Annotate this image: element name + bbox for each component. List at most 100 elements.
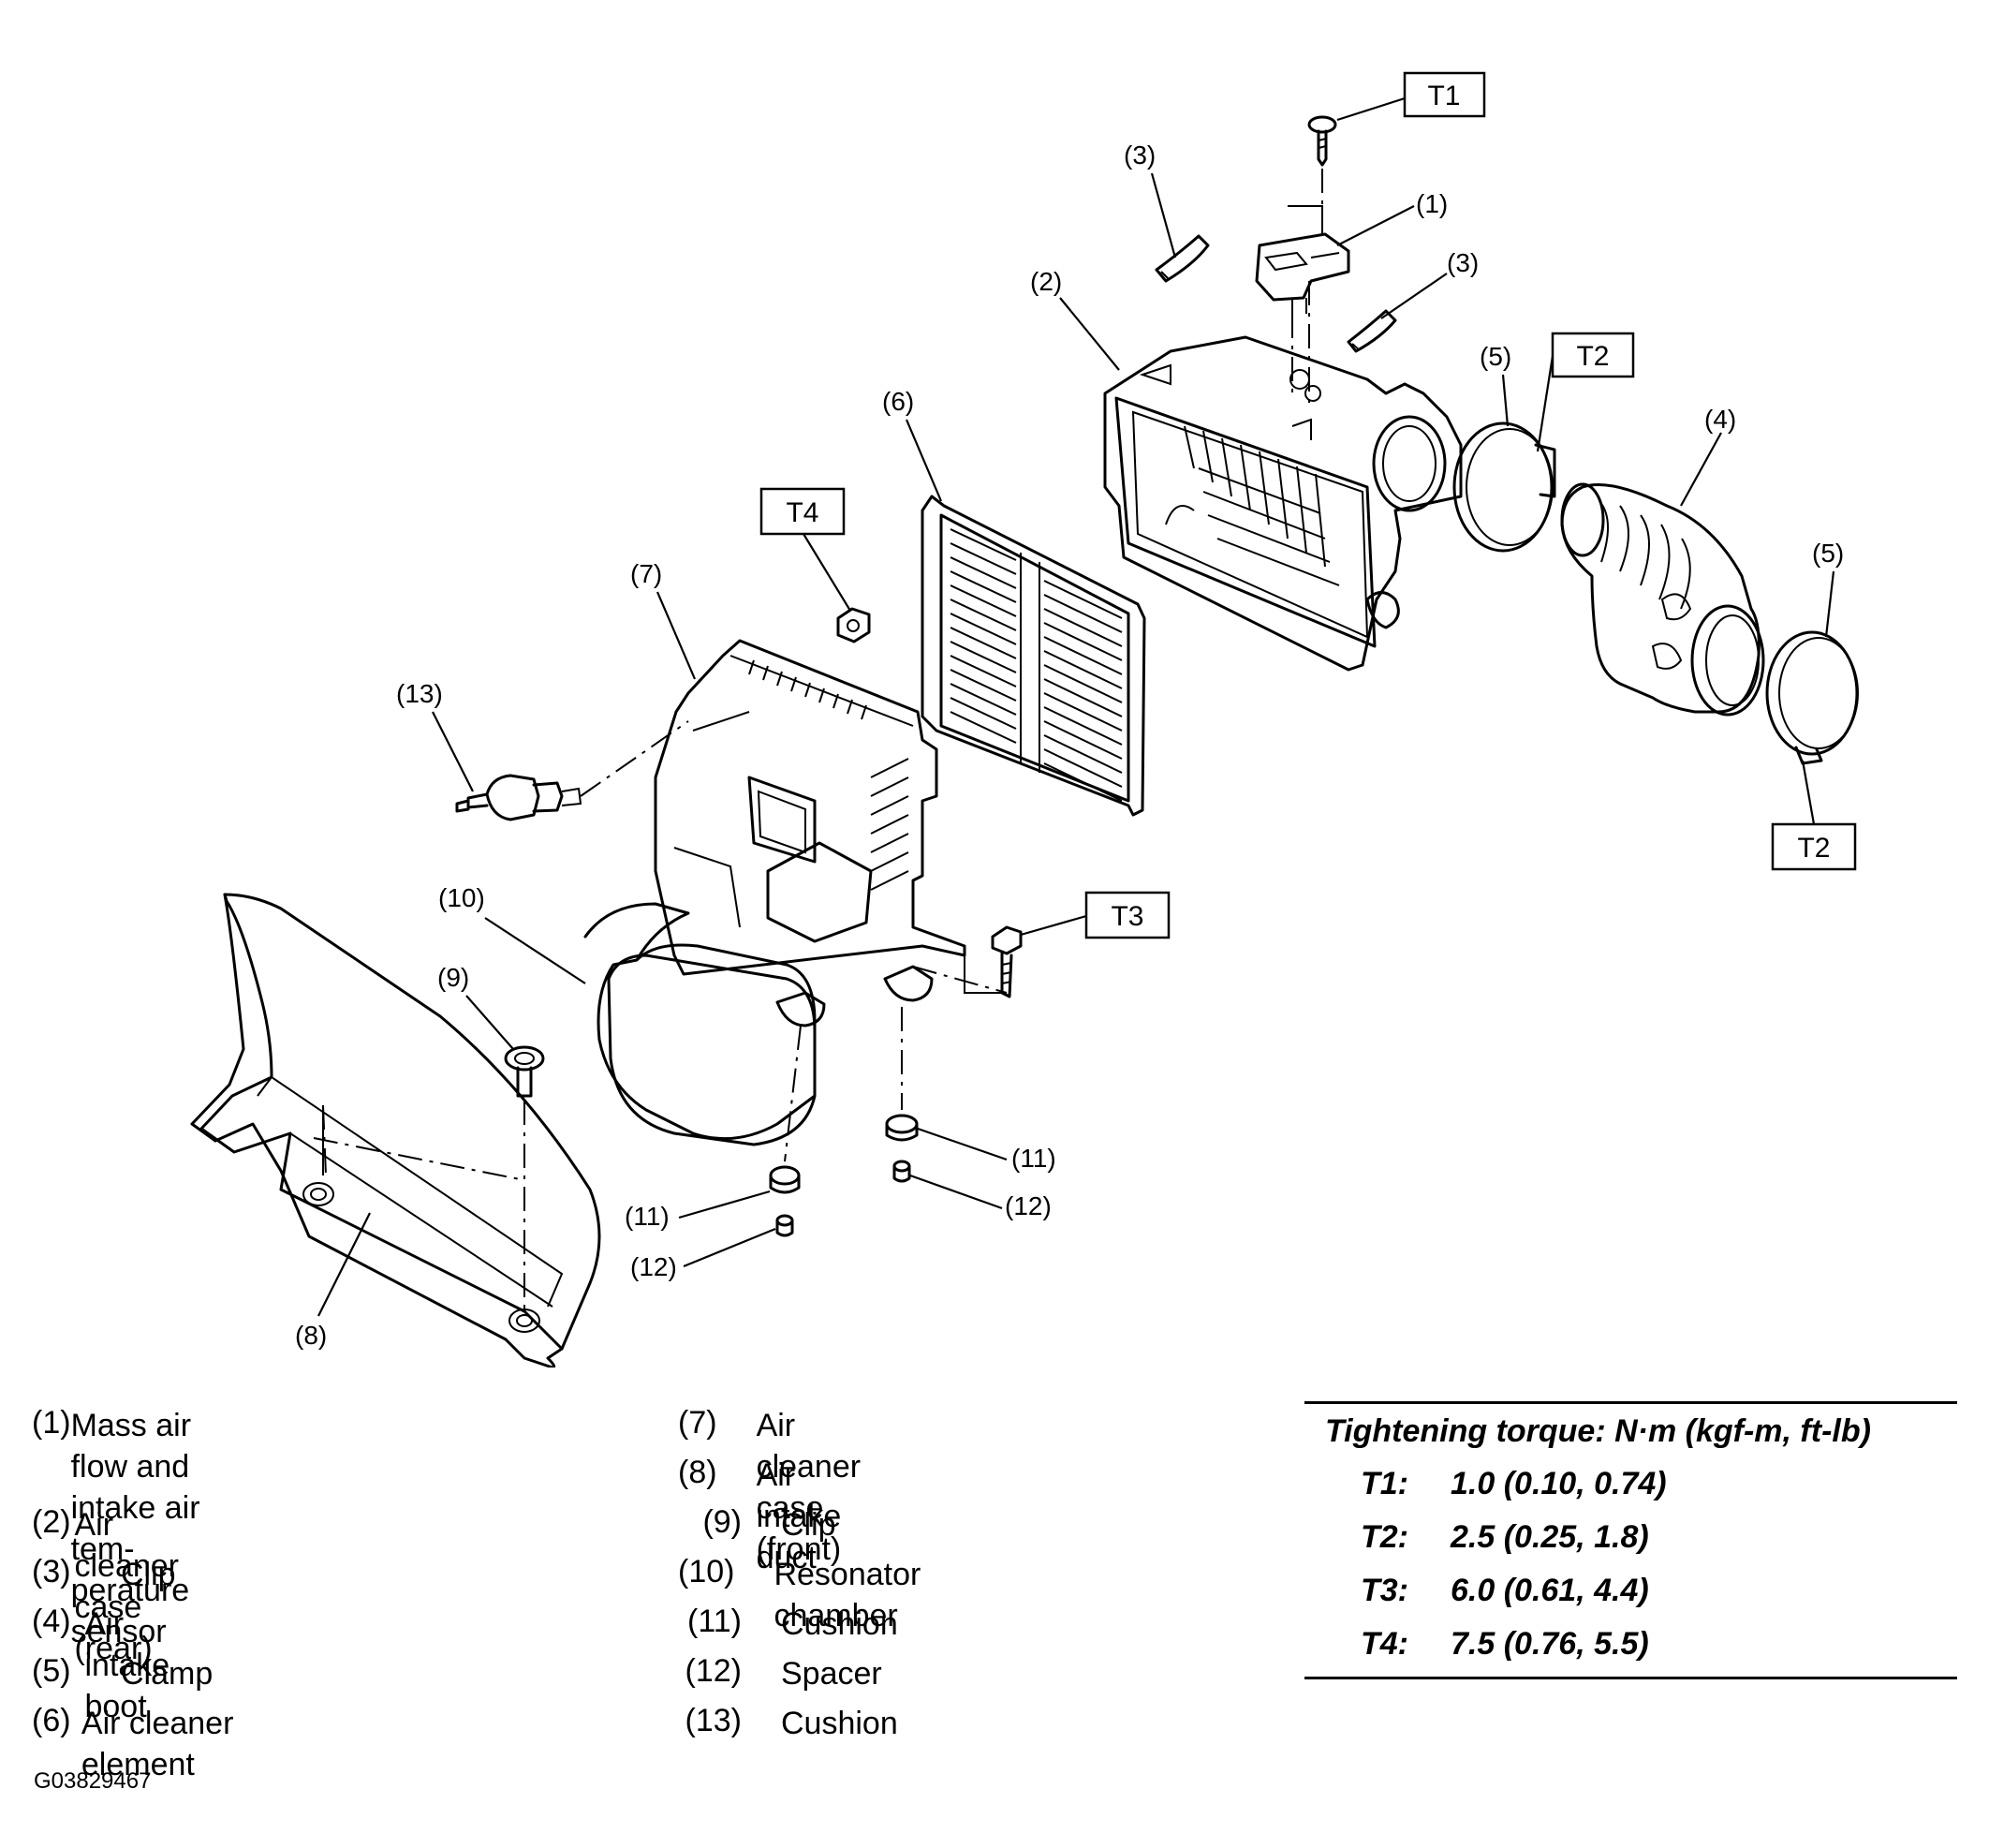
air-intake-duct xyxy=(190,893,601,1368)
air-cleaner-case-rear xyxy=(1103,335,1463,672)
callout-1: (1) xyxy=(1416,189,1448,218)
air-intake-boot xyxy=(1560,482,1765,717)
legend-label: Spacer xyxy=(781,1656,882,1692)
torque-box-t4: T4 xyxy=(759,487,846,536)
callout-8: (8) xyxy=(295,1321,327,1350)
svg-text:T3: T3 xyxy=(1111,901,1143,932)
svg-text:T4: T4 xyxy=(786,497,818,528)
tightening-torque-table: Tightening torque: N·m (kgf-m, ft-lb) T1… xyxy=(1304,1401,1957,1679)
legend-label: Clamp xyxy=(121,1656,214,1692)
torque-box-t2-lower: T2 xyxy=(1771,822,1857,871)
legend-number: (12) xyxy=(685,1653,742,1689)
legend-number: (13) xyxy=(685,1703,742,1738)
torque-value: 1.0 (0.10, 0.74) xyxy=(1451,1466,1667,1501)
torque-table-title: Tightening torque: N·m (kgf-m, ft-lb) xyxy=(1325,1413,1871,1449)
torque-row: T3: 6.0 (0.61, 4.4) xyxy=(1304,1564,1957,1618)
table-rule-top xyxy=(1304,1401,1957,1404)
legend-number: (9) xyxy=(702,1504,742,1540)
legend-number: (3) xyxy=(32,1554,71,1589)
torque-value: 2.5 (0.25, 1.8) xyxy=(1451,1519,1649,1555)
legend-item: (3) Clip xyxy=(32,1554,176,1595)
t3-bolt xyxy=(991,925,1023,998)
clamp-upper xyxy=(1452,421,1556,553)
torque-box-t2-upper: T2 xyxy=(1551,332,1635,378)
legend-label-line: Mass air flow and intake air tem- xyxy=(70,1408,200,1567)
figure-code: G03829467 xyxy=(34,1768,152,1794)
legend-label: Air intake boot xyxy=(84,1606,170,1724)
torque-row: T4: 7.5 (0.76, 5.5) xyxy=(1304,1618,1957,1671)
clamp-lower xyxy=(1765,630,1859,765)
spacer-12-left xyxy=(775,1214,794,1237)
legend-number: (5) xyxy=(32,1653,71,1689)
torque-row: T1: 1.0 (0.10, 0.74) xyxy=(1304,1457,1957,1511)
callout-4: (4) xyxy=(1704,405,1736,434)
spacer-12-right xyxy=(892,1160,911,1183)
legend-item: (7) Air cleaner case (front) xyxy=(678,1405,886,1570)
torque-box-t3: T3 xyxy=(1084,891,1171,939)
legend-item: (12) Spacer xyxy=(678,1653,882,1694)
callout-12-left: (12) xyxy=(630,1252,677,1281)
torque-key: T4: xyxy=(1361,1626,1408,1662)
legend-item: (8) Air intake duct xyxy=(678,1455,866,1578)
legend-item: (1) Mass air flow and intake air tem- pe… xyxy=(32,1405,240,1652)
legend-number: (6) xyxy=(32,1703,71,1738)
legend-label: Clip xyxy=(121,1557,176,1592)
legend-item: (13) Cushion xyxy=(678,1703,898,1744)
legend-item: (9) Clip xyxy=(678,1504,836,1545)
legend-label: Clip xyxy=(781,1507,836,1543)
torque-row: T2: 2.5 (0.25, 1.8) xyxy=(1304,1511,1957,1564)
callout-5-upper: (5) xyxy=(1480,342,1511,371)
legend-label: Mass air flow and intake air tem- peratu… xyxy=(71,1405,240,1652)
torque-box-t1: T1 xyxy=(1403,71,1486,118)
torque-key: T3: xyxy=(1361,1573,1408,1608)
legend-label: Air cleaner element xyxy=(81,1706,234,1782)
callout-7: (7) xyxy=(630,559,662,588)
legend-label: Air intake duct xyxy=(756,1457,842,1575)
svg-text:T2: T2 xyxy=(1797,833,1830,864)
legend-number: (8) xyxy=(678,1455,717,1490)
legend-number: (2) xyxy=(32,1504,71,1540)
legend-number: (4) xyxy=(32,1604,71,1639)
resonator-chamber xyxy=(583,902,817,1146)
legend-item: (10) Resonator chamber xyxy=(678,1554,928,1636)
callout-2: (2) xyxy=(1030,267,1062,296)
t1-screw xyxy=(1307,115,1337,167)
legend-label: Cushion xyxy=(781,1606,898,1642)
cushion-11-right xyxy=(885,1114,919,1142)
callout-9: (9) xyxy=(437,963,469,992)
legend-item: (2) Air cleaner case (rear) xyxy=(32,1504,226,1669)
legend-item: (5) Clamp xyxy=(32,1653,213,1694)
legend-item: (6) Air cleaner element xyxy=(32,1703,234,1785)
callout-13: (13) xyxy=(396,679,443,708)
legend-number: (11) xyxy=(687,1604,742,1639)
callout-3-upper: (3) xyxy=(1124,140,1156,170)
callout-11-left: (11) xyxy=(625,1202,670,1231)
legend-number: (10) xyxy=(678,1554,735,1589)
legend-label-line: perature sensor xyxy=(70,1573,190,1649)
legend-number: (7) xyxy=(678,1405,717,1441)
table-rule-bottom xyxy=(1304,1677,1957,1679)
torque-key: T1: xyxy=(1361,1466,1408,1501)
callout-11-right: (11) xyxy=(1011,1144,1056,1173)
legend-label: Air cleaner case (rear) xyxy=(74,1507,179,1666)
clip-upper xyxy=(1155,234,1210,283)
legend-label: Air cleaner case (front) xyxy=(756,1408,862,1567)
exploded-view-diagram: T1 T2 T2 T3 T4 (1) (2) (3) (3) (4) (5) (… xyxy=(190,71,1859,1368)
svg-text:T1: T1 xyxy=(1427,81,1460,111)
air-cleaner-element xyxy=(921,495,1146,817)
mass-air-flow-sensor xyxy=(1255,232,1350,314)
callout-6: (6) xyxy=(882,387,914,416)
torque-value: 7.5 (0.76, 5.5) xyxy=(1451,1626,1649,1662)
callout-3-right: (3) xyxy=(1447,248,1479,277)
clip-right xyxy=(1347,309,1397,353)
legend-label: Resonator chamber xyxy=(774,1557,921,1634)
legend-number: (1) xyxy=(32,1405,71,1441)
cushion-13 xyxy=(455,774,582,821)
clip-9 xyxy=(504,1045,545,1098)
parts-legend: (1) Mass air flow and intake air tem- pe… xyxy=(32,1405,1249,1798)
svg-text:T2: T2 xyxy=(1576,341,1609,372)
t4-nut xyxy=(836,607,871,643)
callout-10: (10) xyxy=(438,883,485,912)
legend-item: (4) Air intake boot xyxy=(32,1604,206,1727)
callout-12-right: (12) xyxy=(1005,1191,1052,1220)
